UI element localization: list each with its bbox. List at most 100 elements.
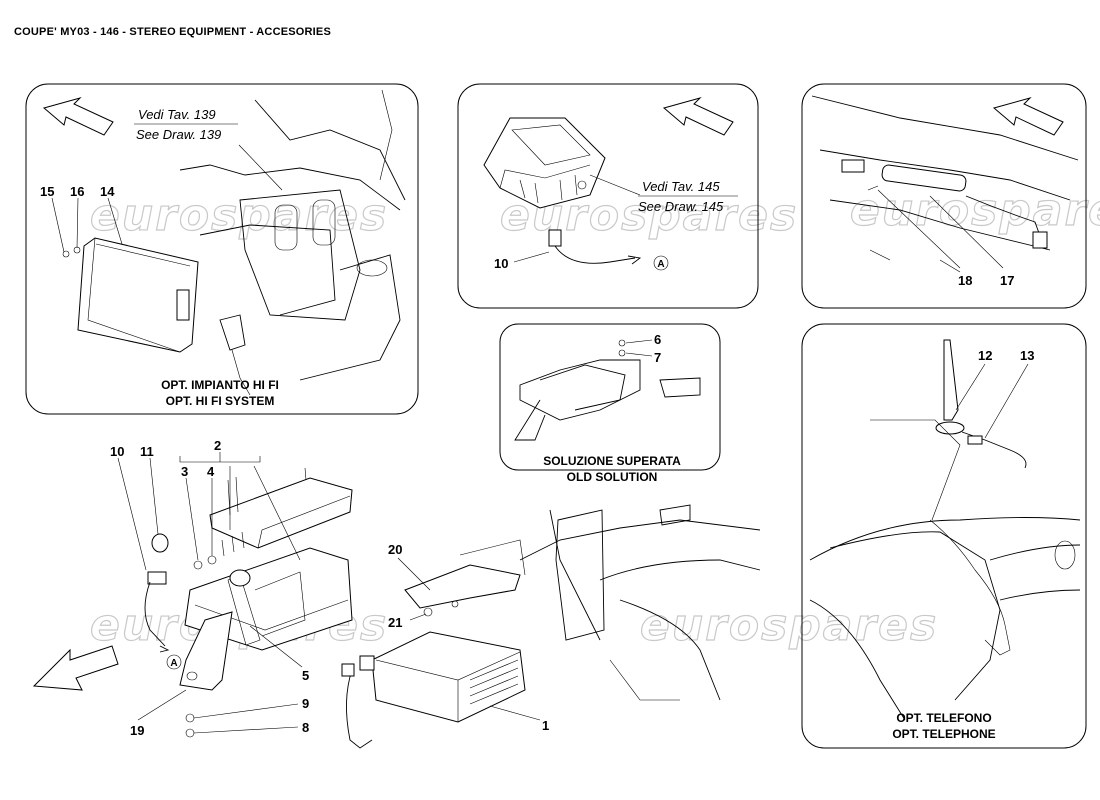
radio-unit-fins xyxy=(469,659,519,705)
watermark: eurospares xyxy=(640,600,938,651)
callout-17: 17 xyxy=(1000,273,1014,288)
callout-2: 2 xyxy=(214,438,221,453)
leader-line xyxy=(51,197,65,253)
connector-plug xyxy=(219,314,246,351)
grommet-11 xyxy=(151,533,169,553)
callout-7: 7 xyxy=(654,350,661,365)
trunk-outline xyxy=(609,659,680,701)
leader-line xyxy=(249,625,303,668)
leader-line xyxy=(76,197,79,249)
trunk-outline xyxy=(519,519,761,561)
cable-10 xyxy=(554,245,636,264)
leader-line xyxy=(137,689,187,721)
side-bracket xyxy=(179,611,233,691)
callout-21: 21 xyxy=(388,615,402,630)
leader-line xyxy=(955,363,986,411)
radio-plug xyxy=(341,663,355,677)
callout-15: 15 xyxy=(40,184,54,199)
cable-arrow xyxy=(159,645,170,653)
connector-mark-a-label: A xyxy=(170,658,177,669)
trunk-outline xyxy=(549,509,601,641)
panel-frame xyxy=(499,323,721,471)
washer-9 xyxy=(185,713,195,723)
washer-4 xyxy=(207,555,217,565)
screw-3 xyxy=(193,560,203,570)
leader-line xyxy=(984,363,1029,439)
car-body xyxy=(989,544,1081,561)
leader-line xyxy=(397,557,431,591)
old-bracket-tab xyxy=(659,377,701,398)
trunk-outline xyxy=(179,164,401,211)
leader-line xyxy=(409,613,427,621)
trunk-panel xyxy=(555,509,605,641)
leader-line xyxy=(253,465,301,561)
callout-9: 9 xyxy=(302,696,309,711)
panel-telephone: 12 13 OPT. TELEFONO OPT. TELEPHONE xyxy=(801,323,1087,749)
panel-antenna-amp: 18 17 xyxy=(801,83,1087,309)
watermark: eurospares xyxy=(850,185,1100,236)
leader-line xyxy=(117,457,147,571)
watermark: eurospares xyxy=(90,190,388,241)
car-body xyxy=(809,599,906,721)
body-outline xyxy=(811,95,1079,161)
old-bracket xyxy=(519,359,641,421)
screw-21 xyxy=(423,607,433,617)
callout-8: 8 xyxy=(302,720,309,735)
trunk-outline xyxy=(254,99,406,201)
phone-cable-route xyxy=(984,624,1011,656)
panel-old-solution: 6 7 SOLUZIONE SUPERATA OLD SOLUTION xyxy=(499,323,721,484)
leader-line xyxy=(185,477,199,561)
callout-10: 10 xyxy=(494,256,508,271)
panel-frame xyxy=(457,83,759,309)
callout-16: 16 xyxy=(70,184,84,199)
screw xyxy=(867,185,879,191)
cable-10 xyxy=(144,581,166,647)
trunk-outline xyxy=(599,559,761,581)
plate-slot xyxy=(312,199,336,246)
ref-vedi-145: Vedi Tav. 145 xyxy=(642,179,720,194)
screw-15 xyxy=(62,250,70,258)
leader-line xyxy=(107,197,123,245)
direction-arrow-icon xyxy=(32,645,119,691)
direction-arrow-icon xyxy=(42,97,114,136)
nut-8 xyxy=(185,728,195,738)
leader-line xyxy=(193,726,299,734)
washer-7 xyxy=(618,349,626,357)
ref-see-145: See Draw. 145 xyxy=(638,199,724,214)
leader-line xyxy=(625,352,653,357)
direction-arrow-icon xyxy=(992,97,1064,136)
callout-20: 20 xyxy=(388,542,402,557)
connector xyxy=(841,159,865,173)
leader-line xyxy=(238,144,283,191)
panel-frame xyxy=(801,83,1087,309)
cable-plug xyxy=(1032,231,1048,249)
callout-13: 13 xyxy=(1020,348,1034,363)
antenna-amplifier xyxy=(881,164,967,192)
callout-3: 3 xyxy=(181,464,188,479)
callout-11: 11 xyxy=(140,444,154,459)
mount-bracket-edge xyxy=(459,539,526,576)
floor-outline xyxy=(299,254,401,381)
panel-frame xyxy=(25,83,419,415)
caption-old-it: SOLUZIONE SUPERATA xyxy=(543,454,681,468)
car-rear-window xyxy=(829,531,1001,701)
callout-5: 5 xyxy=(302,668,309,683)
leader-line xyxy=(149,457,159,535)
callout-12: 12 xyxy=(978,348,992,363)
caption-hifi-en: OPT. HI FI SYSTEM xyxy=(166,394,275,408)
wire xyxy=(231,349,251,396)
navigation-connector xyxy=(577,180,587,190)
panel-hifi: 15 16 14 Vedi Tav. 139 See Draw. 139 OPT… xyxy=(25,83,419,415)
panel-nav: A 10 Vedi Tav. 145 See Draw. 145 xyxy=(457,83,759,309)
screw-6 xyxy=(618,339,626,347)
phone-antenna xyxy=(943,339,959,421)
connector-mark-a xyxy=(166,654,182,670)
callout-1: 1 xyxy=(542,718,549,733)
ref-vedi-139: Vedi Tav. 139 xyxy=(138,107,216,122)
mount-plate xyxy=(239,189,361,321)
callout-4: 4 xyxy=(207,464,215,479)
tray-edge xyxy=(194,599,349,631)
leader-line xyxy=(589,174,641,196)
tray-hole xyxy=(229,569,251,587)
cable xyxy=(965,195,1041,237)
